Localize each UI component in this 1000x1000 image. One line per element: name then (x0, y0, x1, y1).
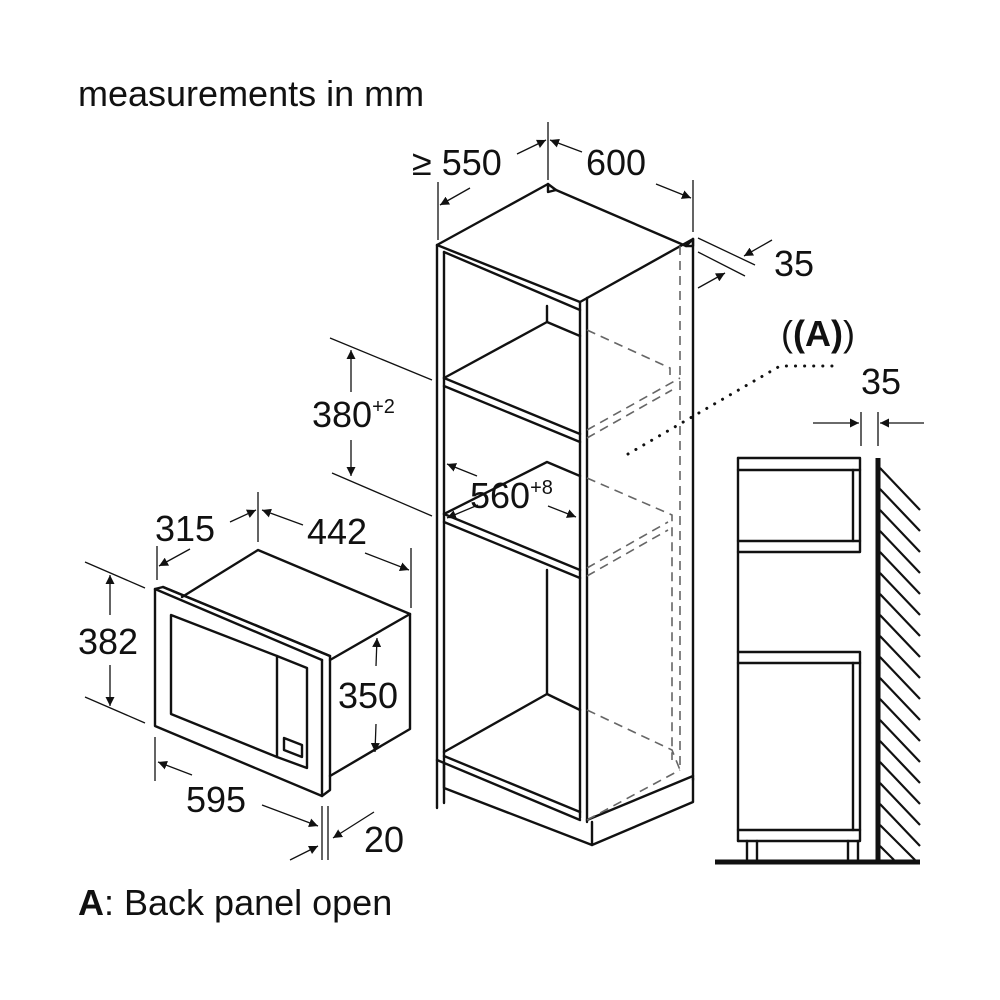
microwave-depth-label: 315 (155, 508, 215, 549)
hatch-line (879, 593, 921, 637)
units-note: measurements in mm (78, 73, 424, 114)
hatch-line (879, 761, 921, 805)
side-view-back-gap-label: 35 (861, 361, 901, 402)
hatch-line (879, 656, 921, 700)
cabinet-dimensions (329, 122, 773, 519)
hatch-line (879, 635, 921, 679)
hatch-line (879, 551, 921, 595)
hatch-line (879, 698, 921, 742)
hatch-line (879, 803, 921, 847)
microwave-dimensions (84, 492, 412, 861)
tall-cabinet (435, 182, 695, 847)
cabinet-depth-label: ≥ 550 (412, 142, 502, 183)
cabinet-width-label: 600 (586, 142, 646, 183)
microwave-body-height-label: 350 (338, 675, 398, 716)
hatch-line (879, 467, 921, 511)
microwave (153, 548, 412, 798)
hatch-line (879, 824, 916, 861)
annotation-a-label: ((A)) (781, 313, 855, 354)
niche-height-label: 380+2 (312, 394, 395, 435)
microwave-frame-width-label: 595 (186, 779, 246, 820)
cabinet-back-gap-label: 35 (774, 243, 814, 284)
annotation-a-leader (626, 364, 837, 456)
side-view (715, 456, 921, 865)
hatch-line (879, 614, 921, 658)
niche-width-label: 560+8 (470, 475, 553, 516)
hatch-line (879, 509, 921, 553)
hatch-line (879, 845, 895, 861)
legend-note: A: Back panel open (78, 882, 392, 923)
hatch-line (879, 572, 921, 616)
microwave-frame-thickness-label: 20 (364, 819, 404, 860)
hatch-line (879, 719, 921, 763)
microwave-height-label: 382 (78, 621, 138, 662)
microwave-body-width-label: 442 (307, 511, 367, 552)
hatch-line (879, 530, 921, 574)
hatch-line (879, 677, 921, 721)
wall-hatching (879, 467, 921, 861)
side-view-dimensions (813, 412, 924, 446)
hatch-line (879, 740, 921, 784)
hatch-line (879, 488, 921, 532)
hatch-line (879, 782, 921, 826)
